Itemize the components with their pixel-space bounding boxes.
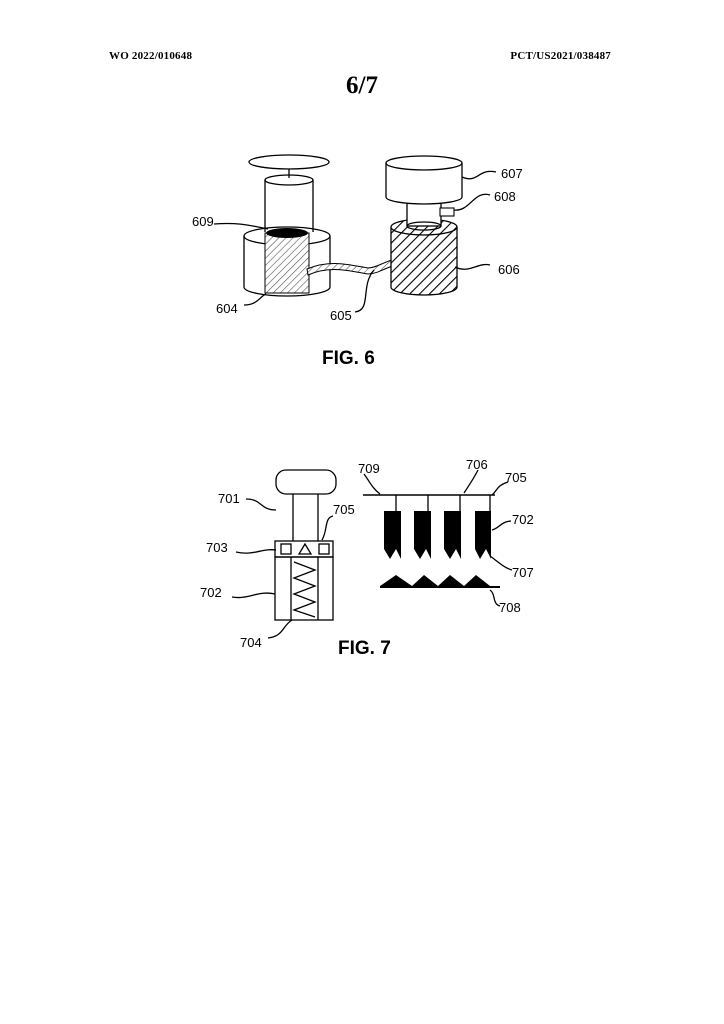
publication-number: WO 2022/010648	[109, 50, 193, 62]
application-number: PCT/US2021/038487	[510, 50, 611, 62]
label-702-left: 702	[200, 585, 222, 600]
figure-6-caption: FIG. 6	[322, 348, 375, 369]
label-705-right: 705	[505, 470, 527, 485]
label-706: 706	[466, 457, 488, 472]
label-609: 609	[192, 214, 214, 229]
label-701: 701	[218, 491, 240, 506]
label-606: 606	[498, 262, 520, 277]
label-703: 703	[206, 540, 228, 555]
label-704: 704	[240, 635, 262, 650]
label-604: 604	[216, 301, 238, 316]
label-608: 608	[494, 189, 516, 204]
figure-7-right-drawing	[363, 469, 513, 607]
label-708: 708	[499, 600, 521, 615]
label-709: 709	[358, 461, 380, 476]
label-707: 707	[512, 565, 534, 580]
label-607: 607	[501, 166, 523, 181]
sheet-number: 6/7	[346, 72, 378, 99]
figure-6-drawing	[213, 154, 497, 313]
label-605: 605	[330, 308, 352, 323]
label-705-left: 705	[333, 502, 355, 517]
figure-7-left-drawing	[231, 469, 337, 639]
label-702-right: 702	[512, 512, 534, 527]
figure-7-caption: FIG. 7	[338, 638, 391, 659]
